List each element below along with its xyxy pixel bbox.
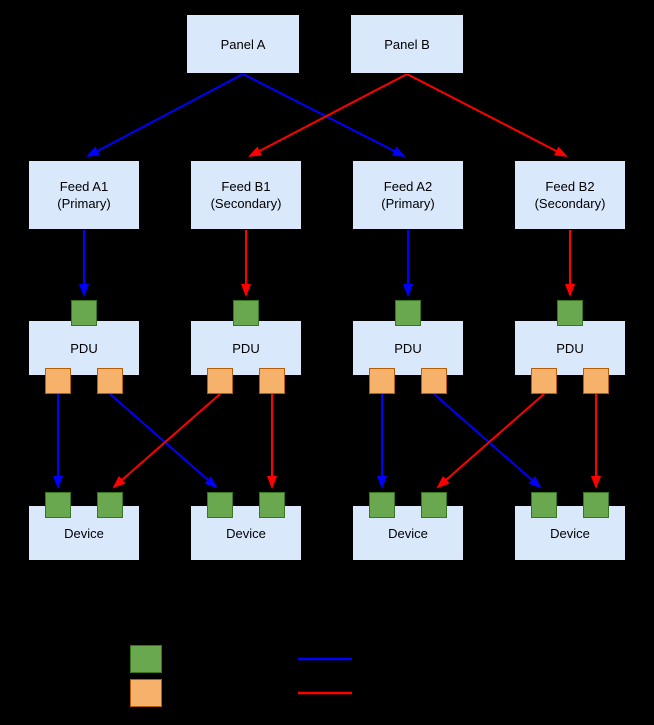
- pdu-3-input-port: [395, 300, 421, 326]
- device-1-input-port-left: [45, 492, 71, 518]
- feed-b2-name: Feed B2: [545, 179, 595, 194]
- panel-b-to-feed-b1-arrow: [248, 73, 408, 157]
- device-3-input-port-right: [421, 492, 447, 518]
- panel-b-node: Panel B: [350, 14, 464, 74]
- pdu-4-output-port-left: [531, 368, 557, 394]
- feed-a2-node: Feed A2 (Primary): [352, 160, 464, 230]
- feed-b2-role: (Secondary): [534, 196, 606, 211]
- pdu-1-node: PDU: [28, 320, 140, 376]
- feed-a1-role: (Primary): [57, 196, 111, 211]
- pdu-3-to-device-4-arrow: [433, 393, 542, 489]
- panel-a-label: Panel A: [220, 36, 266, 52]
- pdu-4-label: PDU: [556, 340, 584, 356]
- panel-b-label: Panel B: [384, 36, 430, 52]
- pdu-4-input-port: [557, 300, 583, 326]
- device-2-label: Device: [226, 525, 266, 541]
- pdu-1-label: PDU: [70, 340, 98, 356]
- pdu-3-label: PDU: [394, 340, 422, 356]
- pdu-3-output-port-left: [369, 368, 395, 394]
- pdu-2-node: PDU: [190, 320, 302, 376]
- pdu-4-to-device-3-arrow: [436, 393, 545, 489]
- panel-a-node: Panel A: [186, 14, 300, 74]
- device-4-input-port-right: [583, 492, 609, 518]
- legend-output-port-swatch: [130, 679, 162, 707]
- feed-b1-name: Feed B1: [221, 179, 271, 194]
- device-2-input-port-left: [207, 492, 233, 518]
- pdu-2-to-device-1-arrow: [112, 393, 221, 489]
- device-3-label: Device: [388, 525, 428, 541]
- device-4-input-port-left: [531, 492, 557, 518]
- pdu-1-to-device-2-arrow: [109, 393, 218, 489]
- device-3-input-port-left: [369, 492, 395, 518]
- pdu-4-node: PDU: [514, 320, 626, 376]
- feed-a1-node: Feed A1 (Primary): [28, 160, 140, 230]
- pdu-2-input-port: [233, 300, 259, 326]
- feed-b2-node: Feed B2 (Secondary): [514, 160, 626, 230]
- pdu-1-output-port-right: [97, 368, 123, 394]
- pdu-4-output-port-right: [583, 368, 609, 394]
- panel-b-to-feed-b2-arrow: [406, 73, 568, 157]
- device-2-input-port-right: [259, 492, 285, 518]
- pdu-2-label: PDU: [232, 340, 260, 356]
- pdu-1-input-port: [71, 300, 97, 326]
- pdu-2-output-port-right: [259, 368, 285, 394]
- panel-a-to-feed-a2-arrow: [242, 73, 406, 157]
- panel-a-to-feed-a1-arrow: [86, 73, 244, 157]
- device-4-label: Device: [550, 525, 590, 541]
- legend-input-port-swatch: [130, 645, 162, 673]
- device-1-input-port-right: [97, 492, 123, 518]
- pdu-3-node: PDU: [352, 320, 464, 376]
- feed-b1-role: (Secondary): [210, 196, 282, 211]
- pdu-3-output-port-right: [421, 368, 447, 394]
- device-1-label: Device: [64, 525, 104, 541]
- pdu-1-output-port-left: [45, 368, 71, 394]
- pdu-2-output-port-left: [207, 368, 233, 394]
- feed-a2-role: (Primary): [381, 196, 435, 211]
- feed-a1-name: Feed A1: [59, 179, 109, 194]
- feed-b1-node: Feed B1 (Secondary): [190, 160, 302, 230]
- feed-a2-name: Feed A2: [383, 179, 433, 194]
